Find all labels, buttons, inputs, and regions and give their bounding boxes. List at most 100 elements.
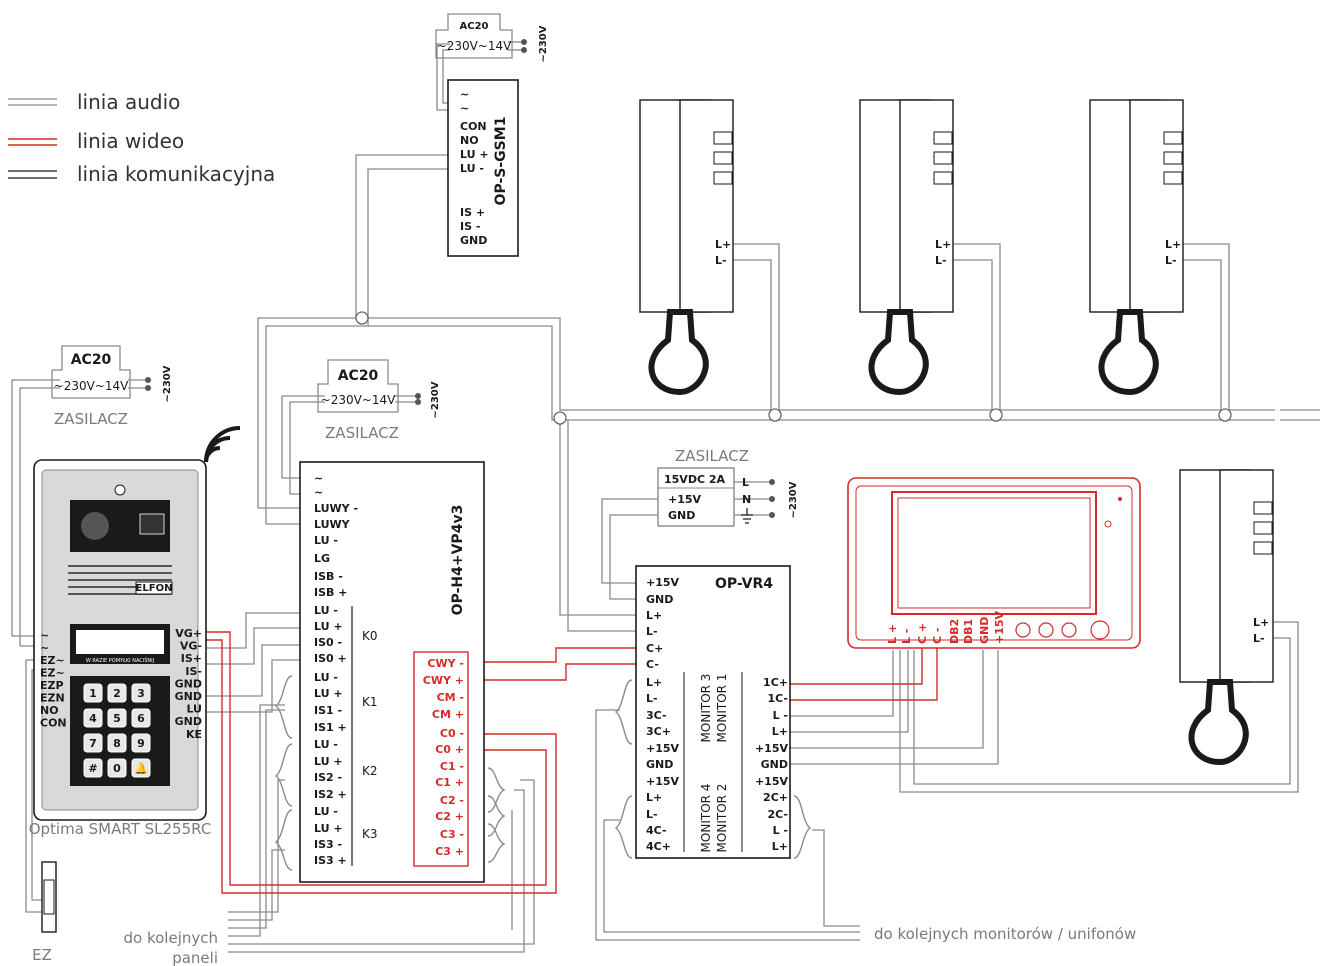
- monitor-key-button[interactable]: [1038, 622, 1054, 638]
- op-h4-video-pin: C3 +: [435, 845, 464, 858]
- panel-left-pin: EZN: [40, 692, 65, 705]
- vr4-left-pin: +15V: [646, 775, 680, 788]
- psu-mains: ~230V: [788, 481, 799, 518]
- monitor-pin: C +: [916, 623, 929, 644]
- keypad-key[interactable]: 2: [107, 683, 127, 703]
- panel-left-pin: EZ~: [40, 654, 65, 667]
- vr4-right-pin: L+: [772, 725, 788, 738]
- op-h4-pin: LU -: [314, 604, 338, 617]
- keypad-key-label: 5: [113, 712, 121, 725]
- wifi-icon: [204, 426, 241, 463]
- group-k1: K1: [362, 695, 378, 709]
- monitor-pin: +15V: [993, 610, 1006, 644]
- panel-right-pin: IS-: [185, 665, 202, 678]
- op-h4-video-pin: C2 -: [440, 794, 464, 807]
- panel-left-pin: EZ~: [40, 667, 65, 680]
- keypad-key[interactable]: 4: [83, 708, 103, 728]
- panel-right-pin: GND: [175, 677, 202, 690]
- legend-video-label: linia wideo: [77, 129, 184, 153]
- op-h4-pin: IS3 -: [314, 838, 342, 851]
- keypad-key[interactable]: #: [83, 758, 103, 778]
- op-h4-pin: LU +: [314, 687, 343, 700]
- vr4-right-pin: GND: [761, 758, 788, 771]
- monitor-handset-button[interactable]: [1090, 620, 1110, 640]
- keypad-key[interactable]: 8: [107, 733, 127, 753]
- caption-next-panels-2: paneli: [172, 949, 218, 966]
- keypad-key[interactable]: 9: [131, 733, 151, 753]
- vr4-right-pin: L -: [773, 824, 788, 837]
- group-k2: K2: [362, 764, 378, 778]
- keypad-key[interactable]: 7: [83, 733, 103, 753]
- legend-comm-label: linia komunikacyjna: [77, 162, 275, 186]
- vr4-left-pin: GND: [646, 758, 673, 771]
- keypad-key-label: 7: [89, 737, 97, 750]
- monitor-pin: DB1: [962, 619, 975, 644]
- caption-next-monitors: do kolejnych monitorów / unifonów: [874, 925, 1136, 943]
- keypad-key-label: 3: [137, 687, 145, 700]
- panel-right-pin: GND: [175, 715, 202, 728]
- keypad-key[interactable]: 3: [131, 683, 151, 703]
- vr4-left-pin: +15V: [646, 742, 680, 755]
- handsets-row: L+ L- L+ L- L+ L-: [639, 99, 1274, 766]
- op-h4-pin: LU +: [314, 620, 343, 633]
- vr4-monitor-3: MONITOR 3: [699, 674, 713, 743]
- op-h4-pin: LUWY -: [314, 502, 358, 515]
- panel-right-pin: KE: [186, 728, 202, 741]
- panel-left-pin: CON: [40, 717, 67, 730]
- monitor-menu-button[interactable]: [1061, 622, 1077, 638]
- keypad-key[interactable]: 6: [131, 708, 151, 728]
- keypad-key[interactable]: 🔔: [131, 758, 151, 778]
- ac20-mid-transformer: AC20 ~230V~14V ~230V ZASILACZ: [317, 359, 441, 442]
- op-h4-pin: LU -: [314, 671, 338, 684]
- panel-right-pin: GND: [175, 690, 202, 703]
- op-h4-pin: LU -: [314, 534, 338, 547]
- vr4-right-pin: +15V: [755, 775, 789, 788]
- vr4-top-pin: GND: [646, 593, 673, 606]
- vr4-left-pin: 4C+: [646, 840, 671, 853]
- op-h4-video-pin: CWY +: [423, 674, 464, 687]
- vr4-right-pin: 1C+: [763, 676, 788, 689]
- vr4-left-pin: L+: [646, 791, 662, 804]
- caption-next-panels-1: do kolejnych: [124, 929, 219, 947]
- captions: do kolejnych paneli do kolejnych monitor…: [124, 925, 1137, 966]
- handset-1: L+ L-: [639, 99, 734, 396]
- handset-4: L+ L-: [1179, 469, 1274, 766]
- monitor-pin: L -: [900, 629, 913, 644]
- vr4-left-pin: L-: [646, 692, 658, 705]
- handset-2: L+ L-: [859, 99, 954, 396]
- panel-left-pin: ~: [40, 629, 49, 642]
- op-h4-video-pin: CM -: [437, 691, 464, 704]
- monitor-door-button[interactable]: [1015, 622, 1031, 638]
- handset-3: L+ L-: [1089, 99, 1184, 396]
- monitor-pin: C -: [931, 628, 944, 644]
- gsm-pin: LU -: [460, 162, 484, 175]
- keypad-key[interactable]: 0: [107, 758, 127, 778]
- ac20-left-transformer: AC20 ~230V~14V ~230V ZASILACZ: [51, 345, 173, 428]
- vr4-left-pin: L-: [646, 808, 658, 821]
- op-h4-pin: LU +: [314, 822, 343, 835]
- op-h4-pin: ~: [314, 472, 323, 485]
- monitor-pin: GND: [978, 617, 991, 644]
- vr4-left-pin: 3C-: [646, 709, 667, 722]
- keypad-key[interactable]: 1: [83, 683, 103, 703]
- op-h4-pin: LUWY: [314, 518, 351, 531]
- panel-right-pin: IS+: [181, 652, 202, 665]
- keypad-key[interactable]: 5: [107, 708, 127, 728]
- ac20-left-caption: ZASILACZ: [54, 410, 128, 428]
- op-h4-video-pin: C0 -: [440, 727, 464, 740]
- op-h4-title: OP-H4+VP4v3: [450, 505, 466, 616]
- psu-in-l: L: [742, 476, 749, 489]
- panel-right-pin: VG+: [175, 627, 202, 640]
- ac20-mid-label: ~230V~14V: [321, 393, 396, 407]
- electric-lock: EZ: [32, 861, 57, 964]
- op-h4-pin: IS3 +: [314, 854, 347, 867]
- keypad-key-label: 6: [137, 712, 145, 725]
- vr4-monitor-4: MONITOR 4: [699, 784, 713, 853]
- handset-1-pin: L+: [715, 238, 731, 251]
- op-h4-video-pin: C0 +: [435, 743, 464, 756]
- keypad-key-label: 🔔: [134, 762, 148, 775]
- ac20-mid-caption: ZASILACZ: [325, 424, 399, 442]
- op-h4-pin: ~: [314, 486, 323, 499]
- op-h4-video-pin: C1 +: [435, 776, 464, 789]
